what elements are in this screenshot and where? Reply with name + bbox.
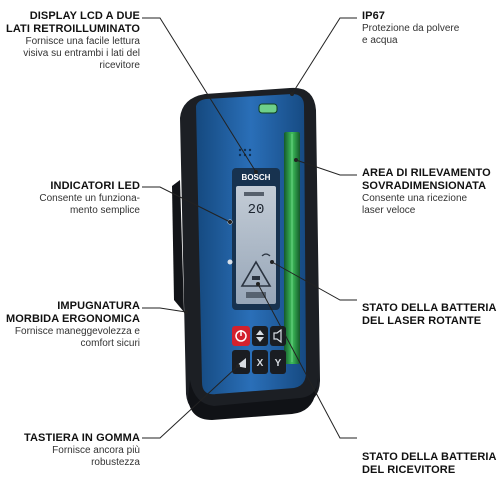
svg-text:X: X [257, 358, 264, 369]
callout-grip-desc: Fornisce maneggevolezza e comfort sicuri [14, 325, 140, 349]
brand-logo: BOSCH [242, 173, 271, 182]
callout-area-title: AREA DI RILEVAMENTO SOVRADIMENSIONATA [362, 167, 491, 192]
callout-ip67-title: IP67 [362, 10, 386, 22]
y-button [270, 350, 286, 374]
callout-grip-title: IMPUGNATURA MORBIDA ERGONOMICA [6, 300, 140, 325]
callout-ip67-desc: Protezione da polvere e acqua [362, 22, 460, 46]
callout-battery-receiver-title: STATO DELLA BATTERIA DEL RICEVITORE [362, 451, 497, 476]
callout-area-desc: Consente una ricezione laser veloce [362, 192, 468, 216]
callout-led: INDICATORI LED Consente un funziona- men… [0, 180, 140, 217]
lcd-laser-icon [240, 253, 272, 287]
callout-keypad: TASTIERA IN GOMMA Fornisce ancora più ro… [0, 432, 140, 469]
callout-battery-receiver: STATO DELLA BATTERIA DEL RICEVITORE [362, 451, 498, 477]
svg-text:Y: Y [275, 358, 282, 369]
callout-led-desc: Consente un funziona- mento semplice [39, 192, 140, 216]
sound-button [270, 326, 286, 346]
bottom-bumper [188, 378, 318, 420]
callout-led-title: INDICATORI LED [50, 180, 140, 192]
callout-area: AREA DI RILEVAMENTO SOVRADIMENSIONATA Co… [362, 167, 498, 217]
callout-display-desc: Fornisce una facile lettura visiva su en… [23, 35, 140, 71]
led-indicator-bottom [227, 259, 233, 265]
lcd-readout: 20 [248, 202, 265, 218]
callout-battery-laser: STATO DELLA BATTERIA DEL LASER ROTANTE [362, 302, 498, 328]
callout-display: DISPLAY LCD A DUE LATI RETROILLUMINATO F… [0, 10, 140, 71]
grip-left [172, 180, 184, 312]
callout-display-title: DISPLAY LCD A DUE LATI RETROILLUMINATO [6, 10, 140, 35]
callout-keypad-title: TASTIERA IN GOMMA [24, 432, 140, 444]
keypad: X Y [232, 326, 286, 374]
bubble-level [258, 103, 278, 114]
lcd-screen [236, 186, 276, 304]
callout-ip67: IP67 Protezione da polvere e acqua [362, 10, 498, 47]
callout-keypad-desc: Fornisce ancora più robustezza [52, 444, 140, 468]
callout-battery-laser-title: STATO DELLA BATTERIA DEL LASER ROTANTE [362, 302, 497, 327]
x-button [252, 350, 268, 374]
callout-grip: IMPUGNATURA MORBIDA ERGONOMICA Fornisce … [0, 300, 140, 350]
nav-button [252, 326, 268, 346]
